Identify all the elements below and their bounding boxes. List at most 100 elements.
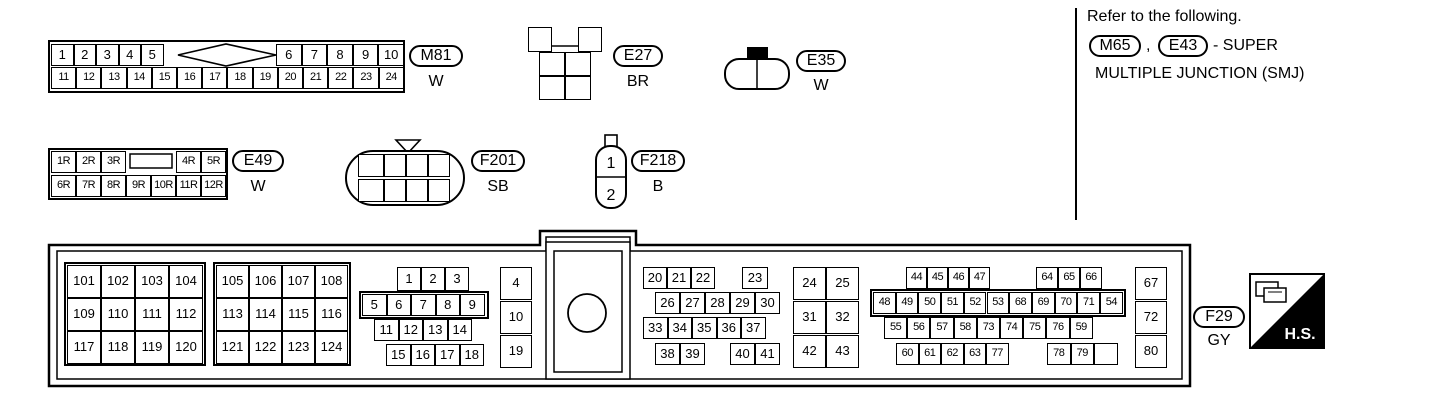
e27-pin-6 (565, 76, 591, 100)
m81-pin-24: 24 (378, 67, 404, 89)
f29-pin-75: 75 (1023, 317, 1047, 339)
f29-pin-8: 8 (435, 294, 460, 316)
f29-pin-116: 116 (315, 298, 348, 331)
f29-pin-44: 44 (906, 267, 927, 289)
connector-m81-code: M81 (409, 45, 463, 67)
m81-pin-14: 14 (126, 67, 152, 89)
f29-pin-45: 45 (927, 267, 948, 289)
f29-center-hole (567, 293, 607, 333)
f29-pin-65: 65 (1058, 267, 1080, 289)
e49-pin-12R: 12R (201, 175, 226, 197)
m81-pin-4: 4 (118, 44, 141, 66)
e27-pin-2 (578, 27, 602, 52)
f29-pin-1: 1 (397, 267, 421, 291)
f29-pin-69: 69 (1031, 292, 1055, 314)
f29-pin-11: 11 (374, 319, 399, 341)
connector-e49-color: W (250, 178, 266, 195)
e49-pin-4R: 4R (176, 151, 201, 173)
f29-pin-121: 121 (216, 331, 249, 364)
f29-pin-33: 33 (643, 317, 668, 339)
f29-pin-64: 64 (1036, 267, 1058, 289)
connector-f29-code: F29 (1193, 306, 1245, 328)
f29-pin-111: 111 (135, 298, 169, 331)
f29-pin-25: 25 (826, 267, 859, 300)
f29-pin-76: 76 (1046, 317, 1070, 339)
ref-e43-label: E43 (1158, 35, 1208, 57)
f29-pin-21: 21 (667, 267, 691, 289)
m81-pin-18: 18 (227, 67, 253, 89)
note-line1: Refer to the following. (1087, 8, 1242, 25)
f29-pin-24: 24 (793, 267, 826, 300)
f29-pin-57: 57 (930, 317, 954, 339)
f29-pin-55: 55 (884, 317, 908, 339)
e49-pin-1R: 1R (51, 151, 76, 173)
f29-block1-frame (64, 262, 206, 366)
m81-pin-13: 13 (101, 67, 127, 89)
f29-pin-38: 38 (655, 343, 680, 365)
connector-e49-code: E49 (232, 150, 284, 172)
f29-pin-41: 41 (755, 343, 780, 365)
f29-pin-72: 72 (1135, 301, 1167, 334)
f29-pin-4: 4 (500, 267, 532, 300)
f29-pin-115: 115 (282, 298, 315, 331)
hs-badge-fill (1250, 274, 1324, 348)
f201-pin-1 (358, 154, 384, 177)
f29-pin-68: 68 (1009, 292, 1032, 314)
f29-pin-80: 80 (1135, 335, 1167, 368)
m81-pin-15: 15 (151, 67, 177, 89)
f29-pin-6: 6 (386, 294, 411, 316)
f29-pin-114: 114 (249, 298, 282, 331)
f29-pin-103: 103 (135, 265, 169, 298)
f29-pin-50: 50 (918, 292, 942, 314)
f29-pin-102: 102 (101, 265, 135, 298)
m81-pin-6: 6 (276, 44, 302, 66)
f29-pin-34: 34 (667, 317, 692, 339)
f29-pin-60: 60 (896, 343, 919, 365)
f201-latch (394, 139, 422, 155)
ref-separator: , (1146, 37, 1151, 54)
f29-pin-58: 58 (953, 317, 977, 339)
f29-pin-107: 107 (282, 265, 315, 298)
f29-pin-54: 54 (1100, 292, 1123, 314)
f201-pin-5 (358, 179, 384, 202)
f29-pin-46: 46 (948, 267, 969, 289)
f29-pin-36: 36 (716, 317, 741, 339)
f29-pin-108: 108 (315, 265, 348, 298)
ref-m65-label: M65 (1089, 35, 1141, 57)
e49-pin-10R: 10R (151, 175, 176, 197)
f29-pin-106: 106 (249, 265, 282, 298)
m81-pin-7: 7 (301, 44, 328, 66)
f29-pin-10: 10 (500, 301, 532, 334)
f201-pin-undefined (406, 179, 428, 202)
f29-pin-63: 63 (963, 343, 986, 365)
f29-pin-22: 22 (691, 267, 715, 289)
connector-e35-code: E35 (796, 50, 846, 72)
f29-pin-49: 49 (895, 292, 919, 314)
f29-pin-31: 31 (793, 301, 826, 334)
f29-pin-112: 112 (169, 298, 203, 331)
f29-pin-119: 119 (135, 331, 169, 364)
f29-pin-78: 78 (1047, 343, 1071, 365)
connector-housing-icon-back (1263, 287, 1287, 303)
f29-pin-53: 53 (986, 292, 1010, 314)
f29-pin-42: 42 (793, 335, 826, 368)
f201-pin-undefined (384, 154, 406, 177)
connector-m81-color: W (428, 73, 444, 90)
f218-pin-1: 1 (607, 155, 616, 172)
f29-pin-113: 113 (216, 298, 249, 331)
f29-pin-70: 70 (1054, 292, 1078, 314)
m81-pin-21: 21 (303, 67, 329, 89)
f29-pin-67: 67 (1135, 267, 1167, 300)
f29-pin-27: 27 (680, 292, 705, 314)
connector-f218-code: F218 (631, 150, 685, 172)
m81-pin-17: 17 (202, 67, 228, 89)
e49-pin-6R: 6R (51, 175, 76, 197)
f29-pin-5: 5 (362, 294, 387, 316)
e49-pin-7R: 7R (76, 175, 101, 197)
f29-pin-77: 77 (986, 343, 1009, 365)
f29-pin-35: 35 (692, 317, 717, 339)
f29-pin-43: 43 (826, 335, 859, 368)
f29-block2-frame (213, 262, 351, 366)
f218-pin-2: 2 (607, 187, 616, 204)
e49-pin-9R: 9R (126, 175, 151, 197)
